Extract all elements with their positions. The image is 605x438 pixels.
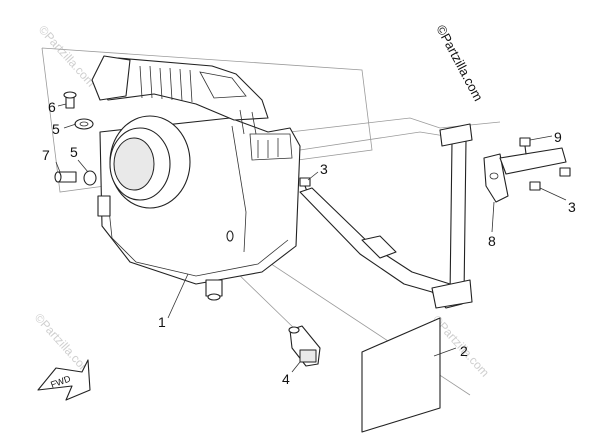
grommet-5-upper [74, 118, 94, 130]
callout-5-lower: 5 [70, 144, 78, 160]
leader-8 [491, 201, 495, 233]
airbox-lower-seam [107, 199, 289, 277]
drain-nipple [205, 279, 223, 297]
snorkel-mouth [91, 55, 131, 101]
bracket-upright [449, 139, 467, 297]
callout-7: 7 [42, 147, 50, 163]
snorkel [91, 55, 269, 135]
clamp-5-lower-ring [83, 170, 97, 186]
leader-1 [167, 273, 189, 319]
bracket-top-arm [499, 147, 567, 175]
leader-6 [57, 103, 67, 107]
sensor-tip [288, 326, 300, 334]
fitting-6-head [63, 91, 77, 99]
grommet-5-upper-ring [74, 118, 94, 130]
airbox-lid-panel [249, 133, 293, 161]
callout-8: 8 [488, 233, 496, 249]
guide-frame [41, 47, 373, 193]
bracket-foot-plate [431, 279, 473, 309]
callouts: 6 5 5 7 1 2 3 3 4 9 8 [42, 99, 576, 387]
leader-9 [529, 135, 553, 141]
bracket-side-plate [483, 153, 509, 203]
callout-4: 4 [282, 371, 290, 387]
grommet-5-upper-hole [79, 121, 89, 127]
intake-ring-inner [113, 137, 155, 191]
forward-arrow-shape [37, 359, 91, 401]
callout-1: 1 [158, 314, 166, 330]
watermark-main: ©Partzilla.com [433, 22, 486, 103]
bolt-3-right-head-a [529, 181, 541, 191]
drain-nipple-end [207, 293, 221, 301]
leader-5b [77, 159, 89, 173]
temp-sensor [288, 325, 321, 367]
bolt-9-head [519, 137, 531, 147]
watermark-faint-top-left: ©Partzilla.com [36, 23, 98, 90]
clamp-5-lower [83, 170, 97, 186]
bracket-gusset [361, 235, 397, 259]
leader-4 [291, 361, 301, 373]
bolt-9-shank [524, 145, 527, 155]
leader-3a [307, 171, 319, 181]
bolt-9 [519, 137, 531, 155]
airbox-housing [97, 115, 301, 301]
callout-2: 2 [460, 343, 468, 359]
forward-arrow: FWD [37, 359, 91, 401]
snorkel-clamp [199, 71, 247, 99]
filter-plate [361, 317, 441, 433]
snorkel-bellows [139, 65, 193, 103]
fitting-7-end [54, 171, 62, 183]
callout-3-right: 3 [568, 199, 576, 215]
leader-3b [539, 187, 567, 201]
fitting-7 [54, 171, 77, 183]
bolt-3-right-head-b [559, 167, 571, 177]
leader-5a [63, 123, 77, 129]
leader-2 [433, 347, 457, 357]
bolt-3-right [529, 167, 571, 191]
callout-5-upper: 5 [52, 121, 60, 137]
airbox-side-edge [231, 125, 247, 253]
mount-tab-left [97, 195, 111, 217]
callout-3-left: 3 [320, 161, 328, 177]
bracket-hole [489, 172, 499, 180]
fitting-6 [63, 91, 77, 109]
support-bracket [299, 123, 567, 309]
airbox-port [226, 230, 234, 242]
snorkel-brackets [239, 109, 257, 135]
leader-lines [55, 103, 567, 373]
callout-6: 6 [48, 99, 56, 115]
callout-9: 9 [554, 129, 562, 145]
sensor-connector [299, 349, 317, 363]
guide-to-sensor [231, 267, 299, 333]
bracket-top-plate [439, 123, 473, 147]
leader-7 [55, 161, 61, 173]
